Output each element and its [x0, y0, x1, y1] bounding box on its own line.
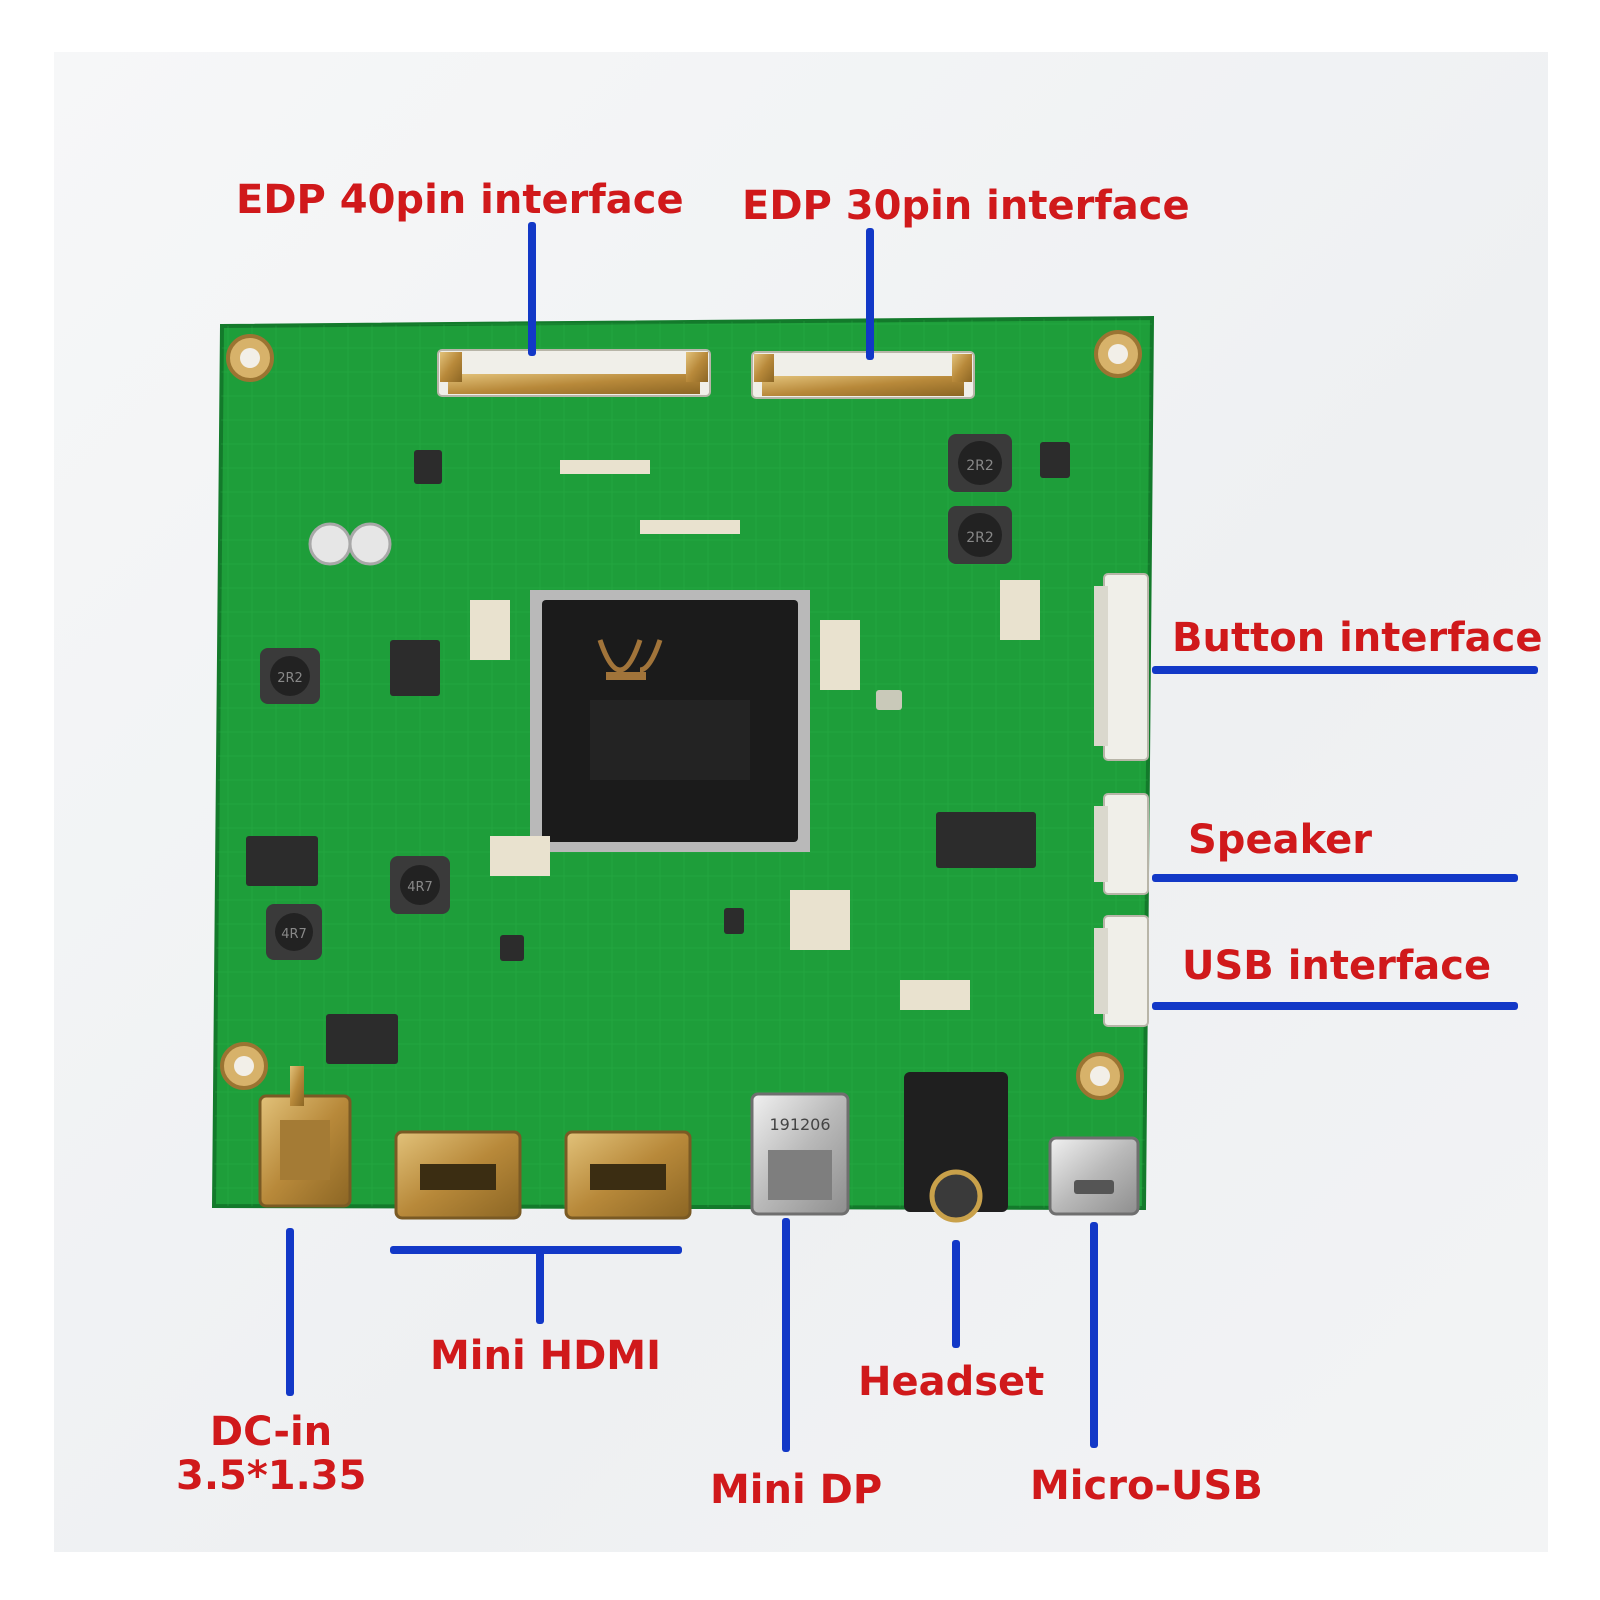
label-dc-in-line1: DC-in [209, 1409, 333, 1455]
inductor-marking-text: 4R7 [281, 927, 307, 942]
inductor-marking-text: 2R2 [966, 530, 994, 546]
label-dc-in-line2: 3.5*1.35 [176, 1453, 367, 1499]
leader-edp-40pin [528, 222, 536, 356]
button-connector [1094, 573, 1149, 761]
label-button-interface: Button interface [1172, 615, 1543, 661]
leader-dc-in [286, 1228, 294, 1396]
label-headset: Headset [858, 1359, 1045, 1405]
leader-mini-hdmi-stem [536, 1246, 544, 1324]
edp-40pin-connector [437, 349, 711, 397]
inductor-marking-text: 4R7 [407, 880, 433, 895]
mini-hdmi-port-2 [564, 1130, 692, 1220]
leader-speaker [1152, 874, 1518, 882]
label-edp-40pin: EDP 40pin interface [236, 177, 684, 223]
main-chip [530, 590, 810, 852]
mini-hdmi-port-1 [394, 1130, 522, 1220]
label-speaker: Speaker [1188, 817, 1372, 863]
resistor-arrays [470, 460, 1040, 1010]
usb-connector [1094, 915, 1149, 1027]
dc-in-jack [258, 1066, 352, 1208]
mini-dp-marking-text: 191206 [769, 1115, 830, 1134]
inductor-marking-text: 2R2 [966, 458, 994, 474]
mini-dp-port: 191206 [750, 1092, 850, 1216]
leader-usb-interface [1152, 1002, 1518, 1010]
headset-jack [904, 1072, 1008, 1223]
label-edp-30pin: EDP 30pin interface [742, 183, 1190, 229]
smd-components [246, 442, 1070, 1064]
label-mini-hdmi: Mini HDMI [430, 1333, 661, 1379]
mounting-holes [220, 330, 1142, 1100]
inductor-marking-text: 2R2 [277, 671, 303, 686]
inductors: 2R2 2R2 2R2 4R7 4R7 [260, 434, 1012, 960]
leader-headset [952, 1240, 960, 1348]
edp-30pin-connector [751, 351, 975, 399]
micro-usb-port [1048, 1136, 1140, 1216]
capacitors [308, 522, 392, 566]
leader-edp-30pin [866, 228, 874, 360]
leader-mini-dp [782, 1218, 790, 1452]
label-usb-interface: USB interface [1182, 943, 1492, 989]
leader-micro-usb [1090, 1222, 1098, 1448]
label-mini-dp: Mini DP [710, 1467, 883, 1513]
label-dc-in: DC-in 3.5*1.35 [176, 1410, 366, 1498]
label-micro-usb: Micro-USB [1030, 1463, 1263, 1509]
speaker-connector [1094, 793, 1149, 895]
leader-button-interface [1152, 666, 1538, 674]
